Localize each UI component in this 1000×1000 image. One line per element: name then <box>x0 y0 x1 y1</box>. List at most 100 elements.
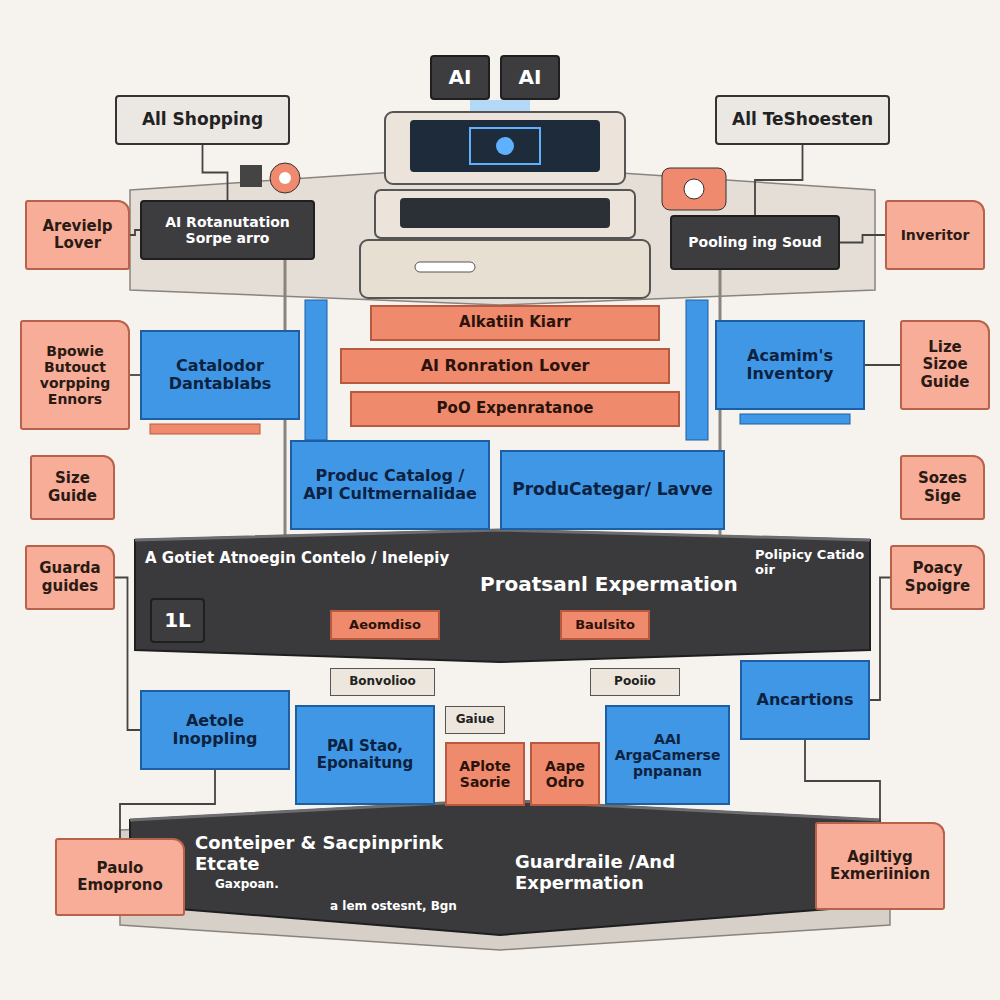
layer-label: Gaxpoan. <box>215 878 335 892</box>
middle-slab <box>135 530 870 662</box>
folder-box: Poacy Spoigre <box>890 545 985 610</box>
device-slot <box>415 262 475 272</box>
blue-box: Acamim's Inventory <box>715 320 865 410</box>
blue-box: Produc Catalog / API Cultmernalidae <box>290 440 490 530</box>
node-text: AI <box>449 66 472 89</box>
light-box: Bonvolioo <box>330 668 435 696</box>
node-text: All Shopping <box>142 110 263 130</box>
node-text: AI <box>519 66 542 89</box>
slab-edge <box>135 530 870 540</box>
node-text: Alkatiin Kiarr <box>459 314 571 331</box>
node-text: Sozes Sige <box>908 470 977 505</box>
blue-box: Catalodor Dantablabs <box>140 330 300 420</box>
folder-box: Paulo Emoprono <box>55 838 185 916</box>
layer-label: GuardraiIe /And Expermation <box>515 852 805 893</box>
dark-box: AI <box>500 55 560 100</box>
node-text: Bonvolioo <box>349 675 416 689</box>
top-tray <box>130 165 875 305</box>
device-screen <box>400 198 610 228</box>
folder-box: Size Guide <box>30 455 115 520</box>
light-box: Pooiio <box>590 668 680 696</box>
blue-box: PAI Stao, Eponaitung <box>295 705 435 805</box>
blue-box: Aetole Inoppling <box>140 690 290 770</box>
light-box: Gaiue <box>445 706 505 734</box>
orange-box: Baulsito <box>560 610 650 640</box>
tag-box: All Shopping <box>115 95 290 145</box>
node-text: Ancartions <box>757 691 854 709</box>
leader-line <box>805 740 880 822</box>
node-text: Pooling ing Soud <box>688 234 821 250</box>
node-text: Baulsito <box>575 618 635 633</box>
orange-box: Aape Odro <box>530 742 600 806</box>
device-base <box>360 240 650 298</box>
node-text: PoO Expenratanoe <box>437 400 594 417</box>
layer-label: Proatsanl Expermation <box>480 573 740 596</box>
dark-box: AI <box>430 55 490 100</box>
folder-box: Sozes Sige <box>900 455 985 520</box>
node-text: AI Rotanutation Sorpe arro <box>148 214 307 246</box>
node-text: Size Guide <box>38 470 107 505</box>
node-text: Produc Catalog / API Cultmernalidae <box>298 467 482 504</box>
node-text: Paulo Emoprono <box>63 860 177 895</box>
layer-label: Polipicy Catido oir <box>755 548 870 578</box>
leader-line <box>870 578 890 701</box>
dark-box: 1L <box>150 598 205 643</box>
device-top <box>385 112 625 184</box>
orange-box: PoO Expenratanoe <box>350 391 680 427</box>
blue-box: Ancartions <box>740 660 870 740</box>
node-text: Gaiue <box>456 713 495 727</box>
gadget-icon <box>240 165 262 187</box>
folder-box: Arevielp Lover <box>25 200 130 270</box>
node-text: APlote Saorie <box>453 758 517 790</box>
orange-box: AI Ronration Lover <box>340 348 670 384</box>
node-text: 1L <box>164 609 191 632</box>
gadget-icon <box>270 163 300 193</box>
blue-box: ProduCategar/ Lavve <box>500 450 725 530</box>
node-text: Aeomdiso <box>349 618 421 633</box>
node-text: Arevielp Lover <box>33 218 122 253</box>
device-middle <box>375 190 635 238</box>
folder-box: Bpowie Butouct vorpping Ennors <box>20 320 130 430</box>
leader-line <box>115 578 140 731</box>
node-text: Bpowie Butouct vorpping Ennors <box>28 343 122 407</box>
leader-line <box>755 145 803 215</box>
device-screen <box>410 120 600 172</box>
leader-line <box>840 235 885 243</box>
layer-label: a lem ostesnt, Bgn <box>330 900 530 914</box>
leader-line <box>120 770 215 838</box>
bottom-slab <box>130 800 880 935</box>
folder-box: Inveritor <box>885 200 985 270</box>
orange-box: APlote Saorie <box>445 742 525 806</box>
dark-box: AI Rotanutation Sorpe arro <box>140 200 315 260</box>
node-text: Guarda guides <box>33 560 107 595</box>
gadget-icon <box>279 172 291 184</box>
node-text: Poacy Spoigre <box>898 560 977 595</box>
blue-column <box>686 300 708 440</box>
node-text: Aetole Inoppling <box>148 712 282 749</box>
orange-box: Alkatiin Kiarr <box>370 305 660 341</box>
node-text: Aape Odro <box>538 758 592 790</box>
node-text: Catalodor Dantablabs <box>148 357 292 394</box>
leader-line <box>130 374 140 376</box>
node-text: AAI ArgaCamerse pnpanan <box>613 731 722 779</box>
node-text: ProduCategar/ Lavve <box>512 480 713 500</box>
leader-line <box>130 230 140 235</box>
node-text: AI Ronration Lover <box>421 357 590 375</box>
book-stack <box>150 424 260 434</box>
dark-box: Pooling ing Soud <box>670 215 840 270</box>
layer-label: Conteiper & Sacpinprink Etcate <box>195 833 495 874</box>
node-text: Agiltiyg Exmeriinion <box>823 849 937 884</box>
node-text: Lize Sizoe Guide <box>908 339 982 391</box>
gadget-icon <box>684 179 704 199</box>
node-text: Pooiio <box>614 675 656 689</box>
book-stack <box>740 414 850 424</box>
folder-box: Guarda guides <box>25 545 115 610</box>
blue-column <box>305 300 327 440</box>
leader-line <box>203 145 228 200</box>
gadget-icon <box>662 168 726 210</box>
blue-box: AAI ArgaCamerse pnpanan <box>605 705 730 805</box>
folder-box: Lize Sizoe Guide <box>900 320 990 410</box>
orange-box: Aeomdiso <box>330 610 440 640</box>
node-text: Inveritor <box>901 227 970 243</box>
